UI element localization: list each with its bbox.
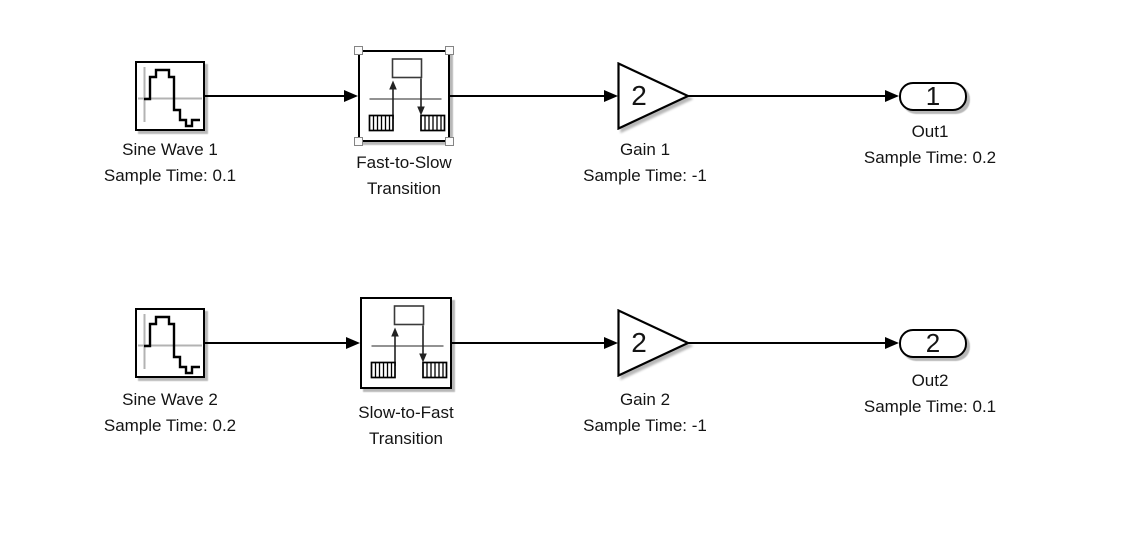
selection-handle[interactable]: [445, 46, 454, 55]
gain-value: 2: [631, 80, 647, 111]
block-name-line2[interactable]: Transition: [366, 179, 441, 198]
block-name[interactable]: Out1: [911, 122, 949, 141]
block-name[interactable]: Gain 2: [619, 390, 671, 409]
gain-triangle-icon: [617, 62, 690, 130]
sample-time-annotation[interactable]: Sample Time: 0.1: [103, 166, 237, 185]
block-gain-2[interactable]: 2: [617, 309, 690, 377]
discrete-sine-wave-icon: [138, 314, 202, 375]
discrete-sine-wave-icon: [138, 67, 202, 128]
outport-number: 2: [925, 328, 941, 358]
block-name[interactable]: Out2: [911, 371, 949, 390]
label-sine-wave-1[interactable]: Sine Wave 1 Sample Time: 0.1: [60, 137, 280, 189]
block-name[interactable]: Sine Wave 1: [122, 140, 218, 159]
sample-time-annotation[interactable]: Sample Time: -1: [583, 416, 707, 435]
block-name-line2[interactable]: Transition: [368, 429, 443, 448]
block-name[interactable]: Gain 1: [619, 140, 671, 159]
gain-triangle-icon: [617, 309, 690, 377]
wire-arrowhead-icon: [346, 337, 360, 349]
rate-transition-icon: [368, 58, 446, 132]
label-gain-1[interactable]: Gain 1 Sample Time: -1: [535, 137, 755, 189]
block-name[interactable]: Fast-to-Slow: [356, 153, 452, 172]
sample-time-annotation[interactable]: Sample Time: 0.1: [863, 397, 997, 416]
block-name[interactable]: Slow-to-Fast: [358, 403, 454, 422]
wire-arrowhead-icon: [604, 90, 618, 102]
wire-rate2-to-gain2[interactable]: [452, 342, 606, 344]
selection-handle[interactable]: [445, 137, 454, 146]
wire-arrowhead-icon: [885, 90, 899, 102]
label-slow-to-fast-transition[interactable]: Slow-to-Fast Transition: [296, 400, 516, 452]
sample-time-annotation[interactable]: Sample Time: 0.2: [103, 416, 237, 435]
block-rate-transition-slow-to-fast[interactable]: [360, 297, 452, 389]
label-gain-2[interactable]: Gain 2 Sample Time: -1: [535, 387, 755, 439]
label-fast-to-slow-transition[interactable]: Fast-to-Slow Transition: [294, 150, 514, 202]
label-sine-wave-2[interactable]: Sine Wave 2 Sample Time: 0.2: [60, 387, 280, 439]
block-out2[interactable]: 2: [899, 329, 967, 358]
wire-arrowhead-icon: [885, 337, 899, 349]
rate-transition-icon: [370, 305, 448, 379]
label-out1[interactable]: Out1 Sample Time: 0.2: [820, 119, 1040, 171]
wire-rate1-to-gain1[interactable]: [450, 95, 606, 97]
selection-handle[interactable]: [354, 46, 363, 55]
wire-sine1-to-rate1[interactable]: [204, 95, 346, 97]
block-out1[interactable]: 1: [899, 82, 967, 111]
outport-number: 1: [925, 81, 941, 111]
gain-value: 2: [631, 327, 647, 358]
label-out2[interactable]: Out2 Sample Time: 0.1: [820, 368, 1040, 420]
wire-sine2-to-rate2[interactable]: [204, 342, 348, 344]
wire-gain1-to-out1[interactable]: [688, 95, 887, 97]
block-sine-wave-1[interactable]: [135, 61, 205, 131]
block-name[interactable]: Sine Wave 2: [122, 390, 218, 409]
wire-gain2-to-out2[interactable]: [688, 342, 887, 344]
selection-handle[interactable]: [354, 137, 363, 146]
wire-arrowhead-icon: [344, 90, 358, 102]
block-gain-1[interactable]: 2: [617, 62, 690, 130]
block-sine-wave-2[interactable]: [135, 308, 205, 378]
sample-time-annotation[interactable]: Sample Time: 0.2: [863, 148, 997, 167]
block-rate-transition-fast-to-slow[interactable]: [354, 46, 454, 146]
wire-arrowhead-icon: [604, 337, 618, 349]
sample-time-annotation[interactable]: Sample Time: -1: [583, 166, 707, 185]
